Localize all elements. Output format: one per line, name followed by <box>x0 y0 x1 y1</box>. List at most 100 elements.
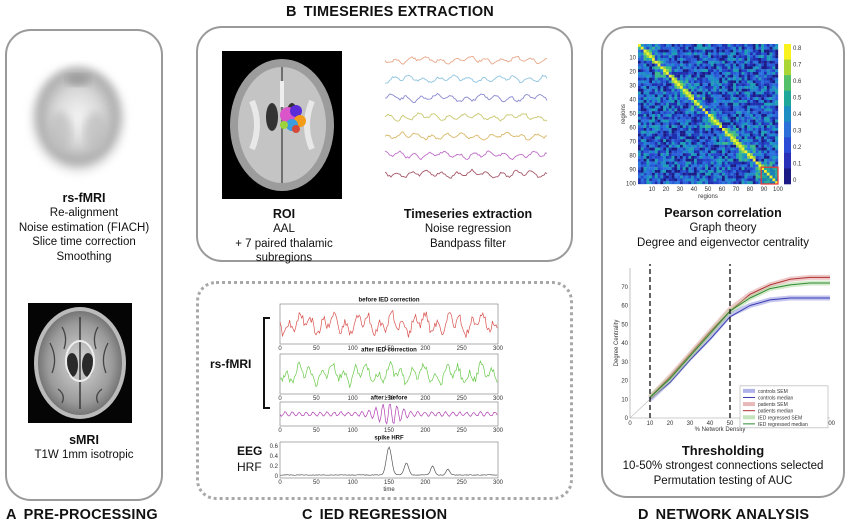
matrix-cell <box>638 91 641 95</box>
matrix-cell <box>758 136 762 140</box>
matrix-cell <box>640 58 644 61</box>
matrix-cell <box>741 164 745 168</box>
matrix-cell <box>755 164 759 168</box>
matrix-cell <box>741 128 745 131</box>
matrix-cell <box>702 44 706 47</box>
matrix-cell <box>719 153 723 157</box>
matrix-cell <box>660 88 664 92</box>
matrix-cell <box>716 153 720 157</box>
matrix-cell <box>652 88 655 92</box>
matrix-cell <box>764 66 767 70</box>
matrix-cell <box>654 133 658 137</box>
matrix-cell <box>668 122 672 126</box>
matrix-cell <box>708 72 711 75</box>
matrix-cell <box>694 97 697 101</box>
matrix-cell <box>663 55 667 59</box>
section-letter: D <box>638 507 649 523</box>
matrix-cell <box>764 102 767 106</box>
matrix-cell <box>694 46 697 50</box>
rsfmri-caption: rs-fMRI Re-alignment Noise estimation (F… <box>10 190 158 264</box>
matrix-cell <box>775 97 779 101</box>
matrix-cell <box>674 167 678 171</box>
matrix-cell <box>685 114 689 117</box>
matrix-cell <box>649 97 653 101</box>
matrix-cell <box>660 119 664 123</box>
matrix-cell <box>769 150 773 154</box>
matrix-cell <box>775 164 779 168</box>
matrix-cell <box>747 74 751 78</box>
matrix-cell <box>769 125 773 129</box>
matrix-cell <box>652 69 655 73</box>
matrix-cell <box>755 181 759 185</box>
matrix-cell <box>744 88 748 92</box>
matrix-cell <box>680 74 683 78</box>
plot-title: after IED correction <box>361 348 417 354</box>
x-tick-label: 100 <box>348 396 359 402</box>
x-tick-label: 150 <box>384 480 395 486</box>
matrix-cell <box>643 86 647 89</box>
matrix-cell <box>691 114 695 117</box>
matrix-cell <box>660 77 664 81</box>
matrix-cell <box>680 119 683 123</box>
matrix-cell <box>666 128 669 131</box>
degree-centrality-chart: 0102030405060708090100010203040506070% N… <box>614 264 836 433</box>
matrix-cell <box>671 66 675 70</box>
matrix-cell <box>666 119 669 123</box>
matrix-cell <box>691 144 695 148</box>
matrix-cell <box>649 72 653 75</box>
matrix-cell <box>705 136 709 140</box>
matrix-cell <box>724 116 728 120</box>
x-tick-label: 250 <box>457 396 468 402</box>
matrix-cell <box>702 108 706 112</box>
matrix-cell <box>657 60 661 64</box>
matrix-cell <box>640 55 644 59</box>
matrix-cell <box>750 100 753 103</box>
matrix-cell <box>646 150 650 154</box>
matrix-cell <box>764 77 767 81</box>
matrix-cell <box>682 158 686 162</box>
matrix-cell <box>691 133 695 137</box>
matrix-cell <box>657 66 661 70</box>
matrix-cell <box>638 161 641 165</box>
matrix-cell <box>680 52 683 56</box>
matrix-cell <box>660 133 664 137</box>
matrix-cell <box>663 105 667 109</box>
matrix-cell <box>750 181 753 185</box>
matrix-cell <box>652 74 655 78</box>
matrix-cell <box>744 125 748 129</box>
matrix-cell <box>752 167 756 171</box>
matrix-cell <box>696 111 700 115</box>
matrix-cell <box>724 111 728 115</box>
matrix-cell <box>643 116 647 120</box>
matrix-cell <box>680 72 683 75</box>
matrix-cell <box>713 77 717 81</box>
matrix-cell <box>702 102 706 106</box>
matrix-cell <box>736 172 739 176</box>
matrix-cell <box>741 144 745 148</box>
matrix-cell <box>694 44 697 47</box>
matrix-cell <box>766 49 770 53</box>
matrix-cell <box>663 102 667 106</box>
matrix-y-tick: 20 <box>629 70 636 76</box>
matrix-cell <box>722 122 725 126</box>
matrix-cell <box>702 105 706 109</box>
matrix-cell <box>719 72 723 75</box>
matrix-cell <box>710 55 714 59</box>
matrix-cell <box>652 156 655 159</box>
matrix-cell <box>744 130 748 134</box>
matrix-cell <box>643 144 647 148</box>
matrix-cell <box>660 55 664 59</box>
matrix-cell <box>724 119 728 123</box>
matrix-cell <box>694 74 697 78</box>
matrix-cell <box>727 150 731 154</box>
matrix-cell <box>657 119 661 123</box>
matrix-cell <box>660 139 664 143</box>
matrix-cell <box>688 114 692 117</box>
matrix-cell <box>730 178 734 182</box>
matrix-cell <box>750 133 753 137</box>
matrix-cell <box>638 108 641 112</box>
matrix-cell <box>657 44 661 47</box>
matrix-cell <box>719 139 723 143</box>
matrix-cell <box>736 52 739 56</box>
